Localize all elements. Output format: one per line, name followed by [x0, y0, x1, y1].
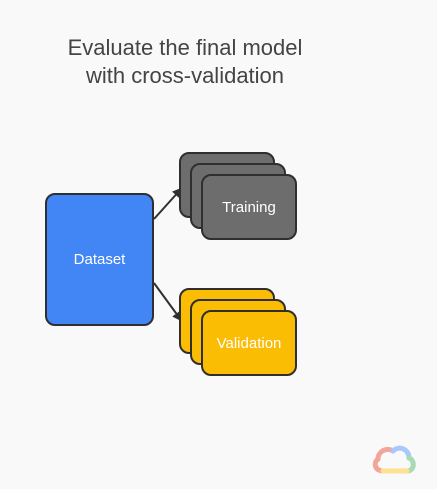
arrow-to-validation	[153, 282, 183, 322]
google-cloud-logo-icon	[372, 445, 416, 474]
slide-title: Evaluate the final model with cross-vali…	[0, 34, 370, 90]
dataset-label: Dataset	[73, 251, 126, 268]
training-card-front	[201, 174, 297, 240]
validation-label: Validation	[216, 334, 282, 352]
arrow-to-training	[153, 187, 183, 220]
training-label: Training	[222, 198, 276, 216]
title-line-1: Evaluate the final model	[67, 35, 303, 60]
dataset-box	[45, 193, 154, 326]
validation-card-front	[201, 310, 297, 376]
title-line-2: with cross-validation	[85, 63, 285, 88]
